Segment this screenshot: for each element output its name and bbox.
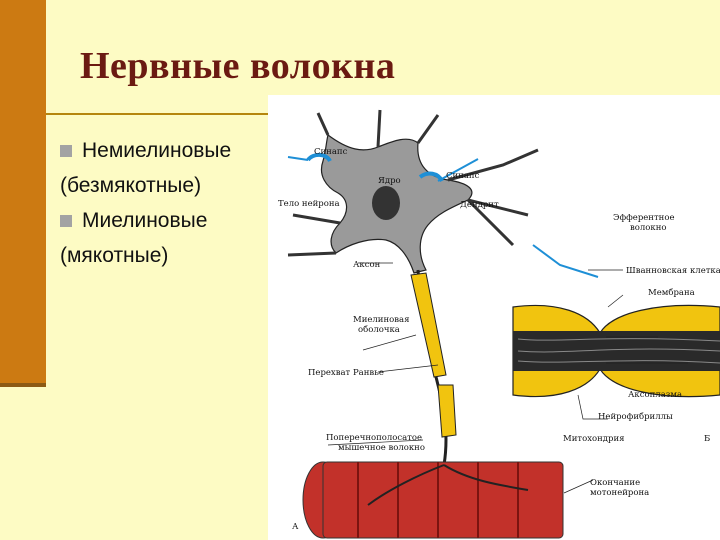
label-node-ranvier: Перехват Ранвье: [308, 368, 384, 378]
slide-title: Нервные волокна: [80, 44, 395, 88]
label-axon: Аксон: [353, 260, 381, 270]
bullet-list: Немиелиновые (безмякотные) Миелиновые (м…: [60, 133, 231, 273]
label-neurofibrils: Нейрофибриллы: [598, 411, 673, 422]
label-membrane: Мембрана: [648, 287, 695, 298]
bullet-text: Миелиновые: [82, 203, 207, 238]
bullet-text: Немиелиновые: [82, 133, 231, 168]
label-dendrite: Дендрит: [460, 200, 499, 210]
neuron-diagram-svg: Синапс Синапс Ядро Тело нейрона Дендрит …: [268, 95, 720, 540]
label-synapse-right: Синапс: [446, 171, 480, 181]
label-mitochondria: Митохондрия: [563, 434, 624, 444]
label-synapse-top: Синапс: [314, 147, 348, 157]
label-axoplasm: Аксоплазма: [628, 390, 682, 400]
accent-bar: [0, 0, 46, 383]
label-schwann-cell: Шванновская клетка: [626, 266, 720, 276]
bullet-square-icon: [60, 215, 72, 227]
bullet-square-icon: [60, 145, 72, 157]
label-efferent-1: Эфферентное: [613, 213, 675, 223]
label-muscle-1: Поперечнополосатое: [326, 433, 422, 443]
label-nucleus: Ядро: [378, 176, 401, 186]
label-ending-1: Окончание: [590, 478, 640, 488]
accent-bar-shadow: [0, 383, 46, 387]
label-muscle-2: мышечное волокно: [338, 443, 425, 453]
label-panel-a: А: [292, 522, 299, 532]
label-neuron-body: Тело нейрона: [278, 199, 340, 209]
bullet-continuation: (мякотные): [60, 238, 231, 273]
bullet-item: Немиелиновые: [60, 133, 231, 168]
label-efferent-2: волокно: [630, 223, 667, 233]
myelin-sheath: [438, 385, 456, 437]
bullet-continuation: (безмякотные): [60, 168, 231, 203]
myelin-sheath: [411, 273, 446, 377]
nucleus: [372, 186, 400, 220]
label-myelin-1: Миелиновая: [353, 315, 409, 325]
label-myelin-2: оболочка: [358, 324, 400, 335]
label-ending-2: мотонейрона: [590, 488, 649, 498]
label-panel-b: Б: [704, 434, 710, 444]
neuron-diagram: Синапс Синапс Ядро Тело нейрона Дендрит …: [268, 95, 720, 540]
bullet-item: Миелиновые: [60, 203, 231, 238]
